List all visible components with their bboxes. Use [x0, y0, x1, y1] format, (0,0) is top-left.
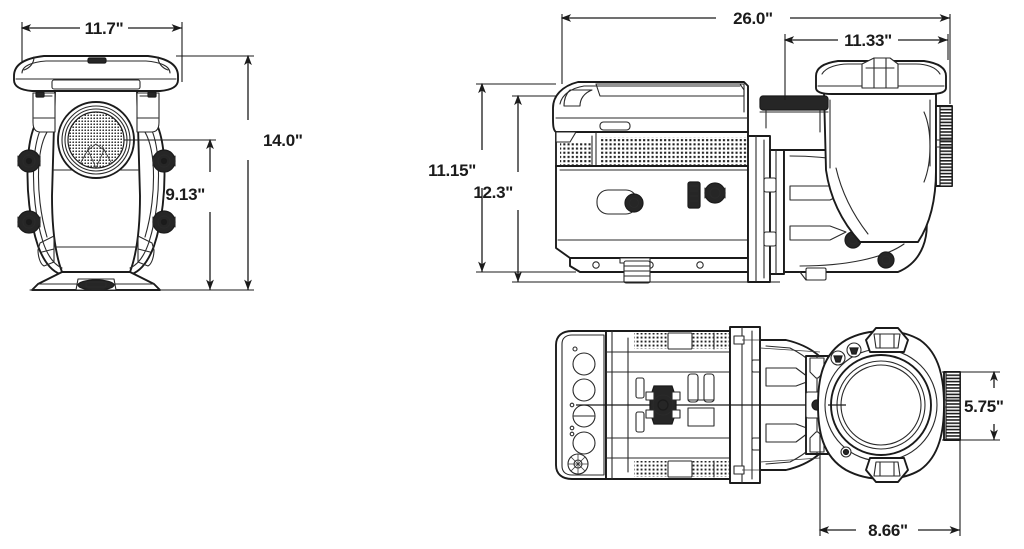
top-mounting-lugs	[865, 327, 909, 483]
dimension-front-width: 11.7"	[20, 19, 183, 82]
side-view-group: 26.0" 11.33" 11.15"	[428, 9, 953, 284]
dimension-label-front-height-overall: 14.0"	[263, 131, 303, 150]
dimension-front-height-overall: 14.0"	[160, 54, 303, 291]
dimension-label-side-length-overall: 26.0"	[733, 9, 773, 28]
dimension-side-height-inner: 12.3"	[473, 94, 780, 283]
dimension-label-top-length: 8.66"	[868, 521, 908, 540]
dimension-side-length-overall: 26.0"	[560, 9, 951, 104]
dimension-label-side-height-overall: 11.15"	[428, 161, 476, 180]
dimension-side-height-overall: 11.15"	[428, 82, 576, 273]
side-strainer-lid	[815, 57, 947, 95]
dimension-side-length-strainer: 11.33"	[783, 31, 949, 100]
dimension-front-height-inner: 9.13"	[124, 138, 216, 291]
side-vent-band	[555, 131, 749, 167]
top-leader-lines	[742, 339, 821, 471]
dimension-label-side-length-strainer: 11.33"	[844, 31, 892, 50]
dimension-label-side-height-inner: 12.3"	[473, 183, 513, 202]
side-control-canopy	[552, 81, 749, 133]
dimension-top-width: 5.75"	[942, 370, 1004, 441]
top-shaft-coupler	[635, 373, 715, 433]
front-view-group: 11.7" 14.0" 9.13"	[13, 19, 303, 291]
knob-lower-left	[17, 210, 41, 234]
side-base	[569, 257, 757, 284]
top-view-group: 5.75" 8.66"	[555, 326, 1004, 540]
dimension-label-front-height-inner: 9.13"	[165, 185, 205, 204]
knob-lower-right	[152, 210, 176, 234]
side-motor-body	[555, 165, 757, 259]
front-lower-brackets	[37, 235, 155, 267]
knob-upper-right	[152, 149, 176, 173]
front-upper-brackets	[32, 91, 160, 133]
front-clamp-knobs	[17, 149, 176, 234]
side-discharge-port	[923, 105, 953, 187]
side-strainer-pot	[823, 91, 937, 243]
dimension-top-length: 8.66"	[818, 430, 961, 540]
top-fan-dial	[567, 453, 589, 475]
top-lid-knobs	[830, 342, 862, 458]
front-control-cover	[13, 55, 179, 92]
side-motor-details	[596, 181, 726, 215]
side-inlet-collar	[759, 95, 829, 133]
side-seal-plate	[747, 135, 785, 283]
dimension-label-top-width: 5.75"	[964, 397, 1004, 416]
top-discharge-port	[943, 371, 961, 441]
front-base-feet	[29, 271, 163, 291]
dimension-label-front-width: 11.7"	[85, 19, 124, 38]
front-fan-grille	[57, 101, 135, 179]
knob-upper-left	[17, 149, 41, 173]
